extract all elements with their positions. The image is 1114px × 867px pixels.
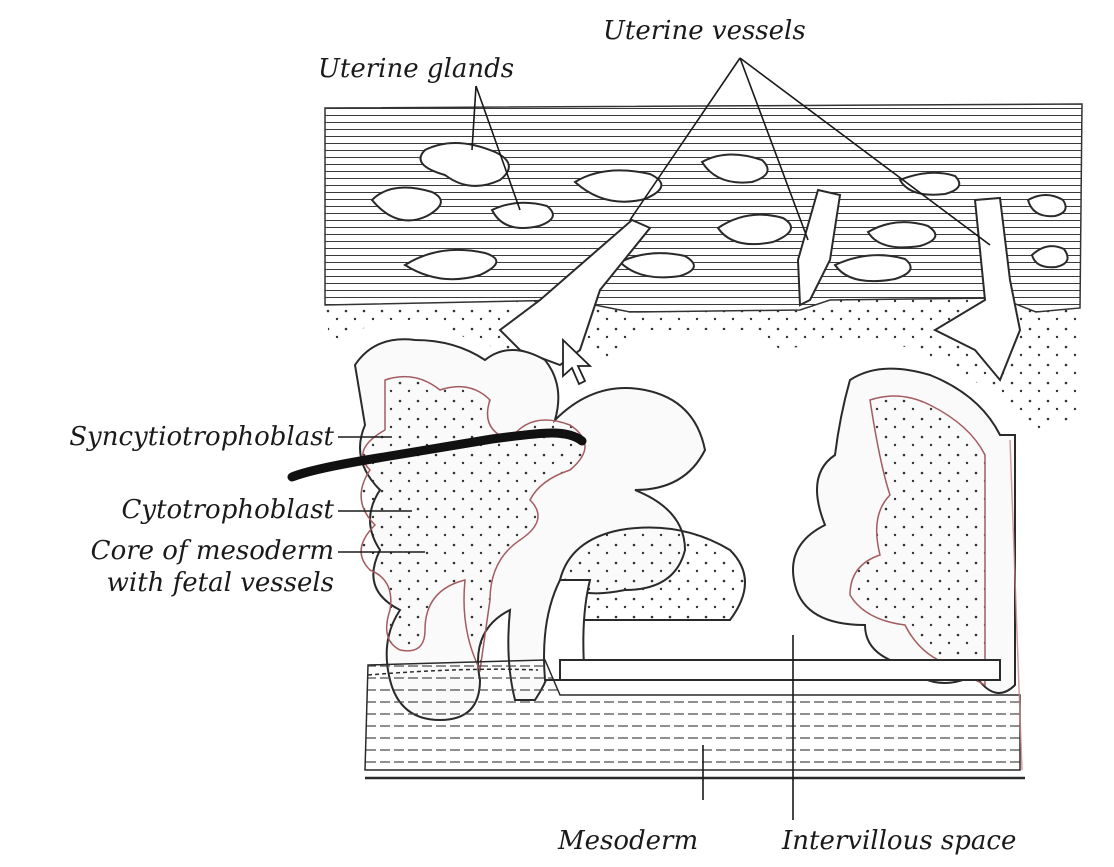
label-uterine-vessels: Uterine vessels bbox=[603, 18, 806, 44]
label-uterine-glands: Uterine glands bbox=[318, 56, 514, 82]
label-with-fetal-vessels: with fetal vessels bbox=[22, 570, 334, 596]
label-core-of-mesoderm: Core of mesoderm bbox=[22, 538, 334, 564]
label-mesoderm: Mesoderm bbox=[558, 828, 698, 854]
label-cytotrophoblast: Cytotrophoblast bbox=[52, 497, 334, 523]
stem-connection bbox=[560, 660, 1000, 680]
villus-center-loop bbox=[560, 528, 745, 621]
label-syncytiotrophoblast: Syncytiotrophoblast bbox=[52, 424, 334, 450]
label-intervillous-space: Intervillous space bbox=[782, 828, 1016, 854]
